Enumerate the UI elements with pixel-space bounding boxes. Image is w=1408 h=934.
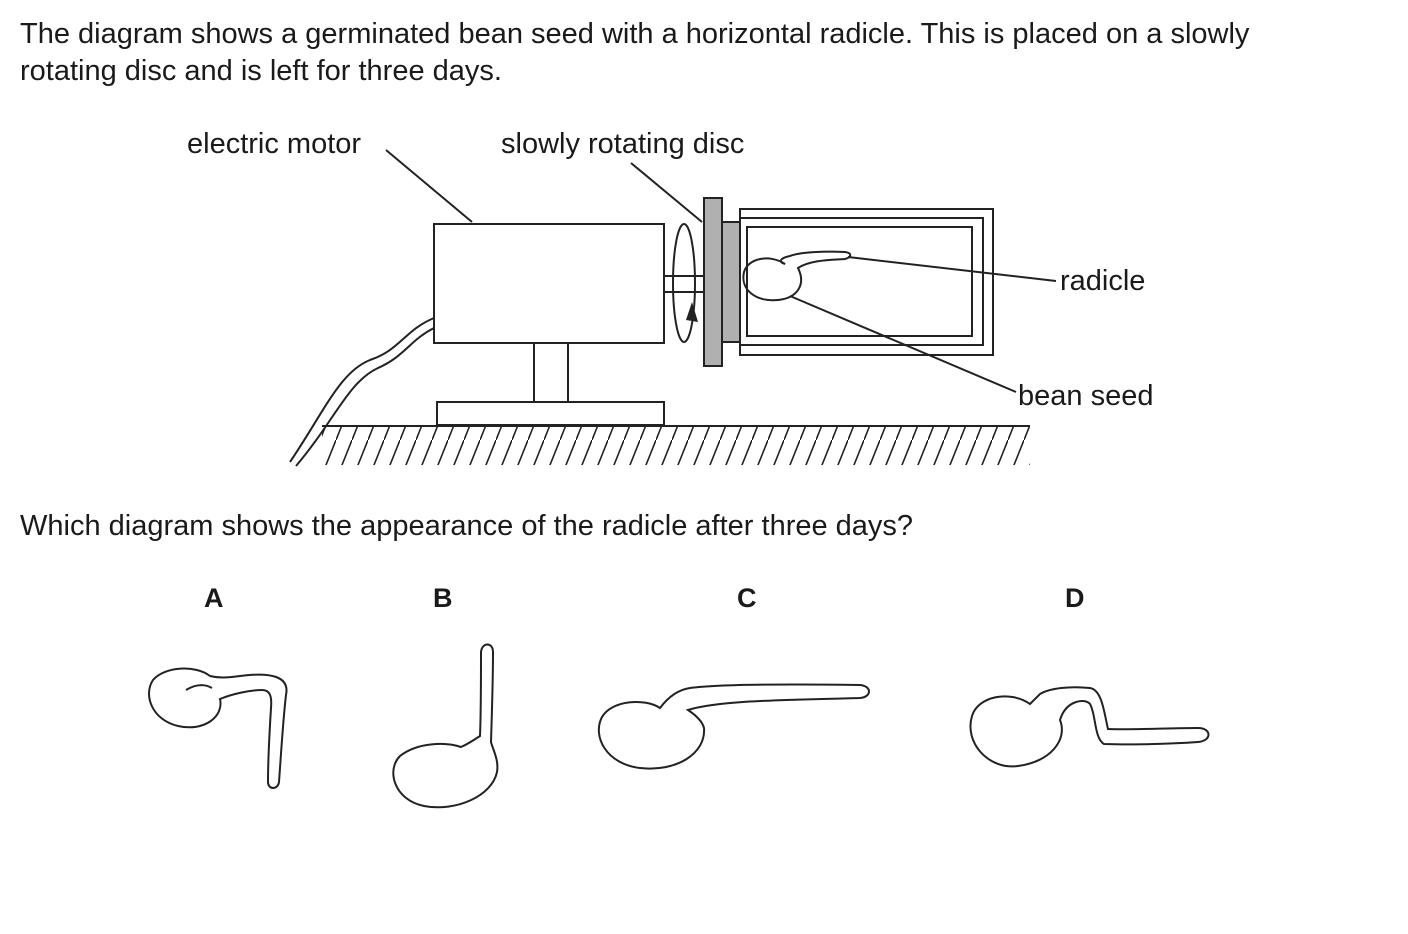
label-electric-motor: electric motor	[187, 128, 361, 160]
ground	[322, 425, 1030, 465]
container	[739, 208, 994, 356]
option-b-seed[interactable]	[392, 643, 499, 809]
option-d-letter: D	[1065, 583, 1085, 613]
motor-stand	[436, 342, 665, 426]
intro-line-2: rotating disc and is left for three days…	[20, 55, 502, 87]
question-intro: The diagram shows a germinated bean seed…	[20, 16, 1405, 90]
option-b-letter: B	[433, 583, 453, 613]
option-a-letter: A	[204, 583, 224, 613]
motor-cable	[289, 317, 435, 467]
label-bean-seed: bean seed	[1018, 380, 1153, 412]
axle	[664, 275, 705, 293]
rotation-arrow	[672, 223, 698, 343]
rotating-disc	[703, 197, 741, 367]
leader-lines	[385, 149, 1057, 393]
intro-line-1: The diagram shows a germinated bean seed…	[20, 18, 1250, 50]
option-a-seed[interactable]	[148, 667, 288, 789]
option-c-letter: C	[737, 583, 757, 613]
question-prompt: Which diagram shows the appearance of th…	[20, 510, 914, 542]
option-c-seed[interactable]	[597, 683, 870, 770]
label-radicle: radicle	[1060, 265, 1145, 297]
option-d-seed[interactable]	[969, 686, 1210, 768]
electric-motor	[433, 223, 665, 344]
bean-seed	[742, 250, 852, 302]
apparatus-diagram: electric motor slowly rotating disc radi…	[187, 128, 1153, 467]
label-slowly-rotating-disc: slowly rotating disc	[501, 128, 744, 160]
